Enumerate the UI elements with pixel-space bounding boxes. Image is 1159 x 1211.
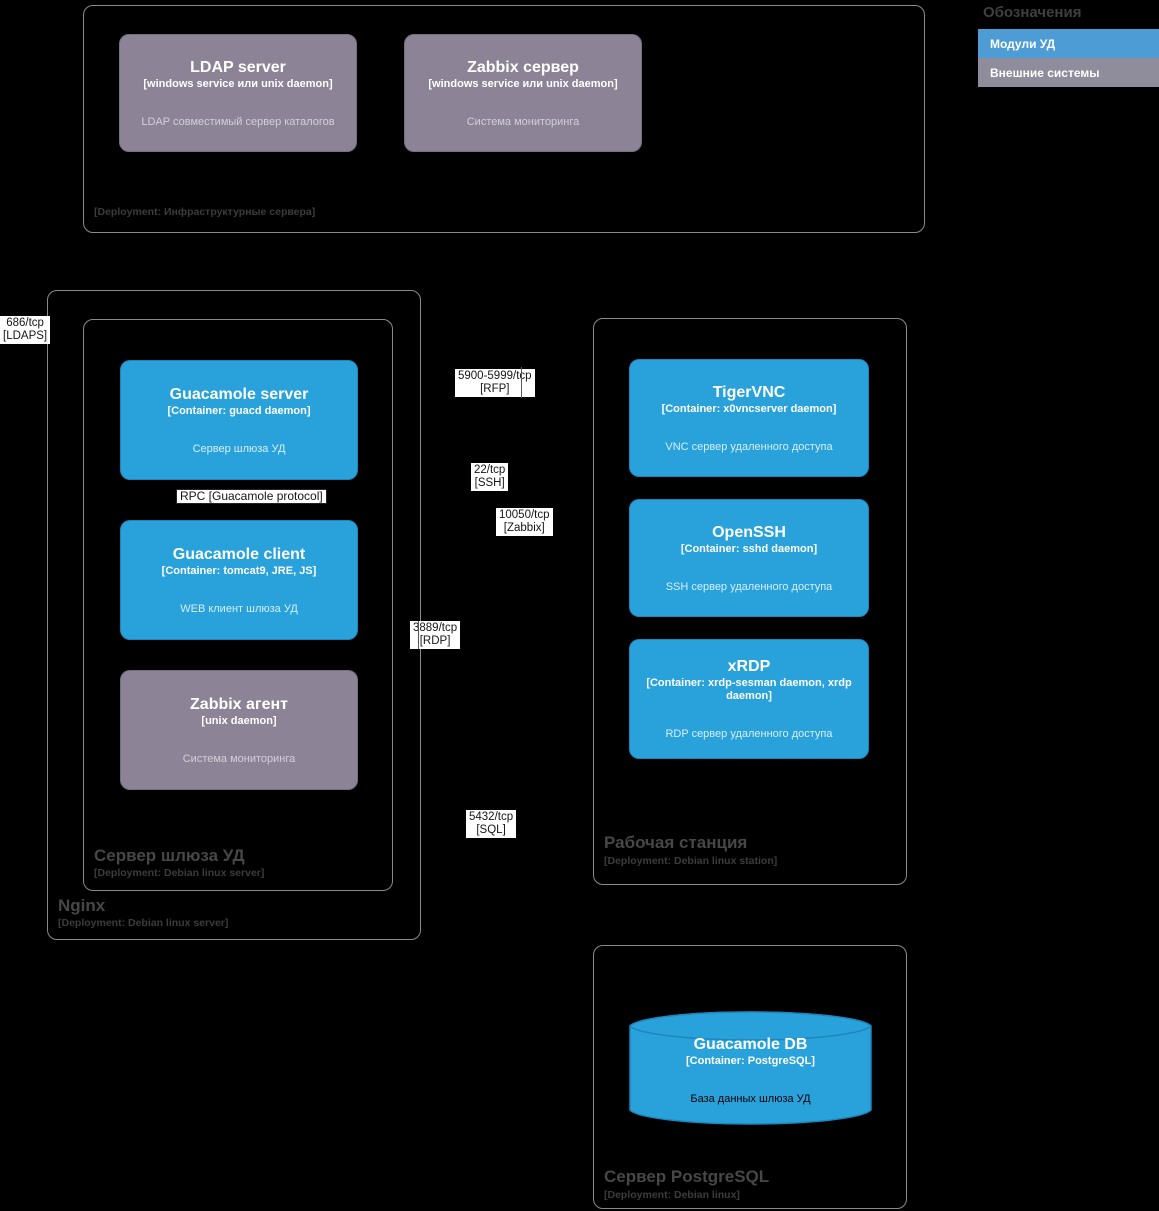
node-ldap-server: LDAP server [windows service или unix da… (119, 34, 357, 152)
database-cylinder-icon (629, 1011, 872, 1125)
legend: Обозначения Модули УД Внешние системы (978, 2, 1159, 87)
edge-label-ldaps: 686/tcp [LDAPS] (0, 316, 51, 344)
edge-label-rpc: RPC [Guacamole protocol] (176, 489, 327, 504)
node-description: WEB клиент шлюза УД (180, 602, 298, 615)
node-title: Zabbix сервер (467, 58, 579, 76)
node-title: Guacamole client (172, 545, 306, 563)
node-xrdp: xRDP [Container: xrdp-sesman daemon, xrd… (629, 639, 869, 759)
container-title: Сервер PostgreSQL (604, 1167, 770, 1186)
node-tech: [Container: xrdp-sesman daemon, xrdp dae… (646, 677, 852, 702)
node-title: OpenSSH (712, 523, 786, 541)
node-tech: [unix daemon] (201, 714, 277, 727)
edge-label-rfp: 5900-5999/tcp [RFP] (455, 369, 535, 397)
node-description: База данных шлюза УД (690, 1093, 811, 1105)
container-deployment-label: [Deployment: Debian linux] (604, 1189, 740, 1201)
node-description: RDP сервер удаленного доступа (665, 728, 833, 740)
legend-title: Обозначения (983, 4, 1082, 21)
container-postgresql-server: Guacamole DB [Container: PostgreSQL] Баз… (593, 945, 907, 1209)
container-deployment-label: [Deployment: Debian linux server] (94, 867, 265, 879)
container-deployment-label: [Deployment: Инфраструктурные сервера] (94, 206, 316, 218)
node-description: Сервер шлюза УД (192, 442, 286, 455)
node-zabbix-agent: Zabbix агент [unix daemon] Система монит… (120, 670, 358, 790)
legend-item-modules: Модули УД (978, 29, 1159, 58)
node-tigervnc: TigerVNC [Container: x0vncserver daemon]… (629, 359, 869, 477)
node-title: LDAP server (190, 58, 286, 76)
node-title: xRDP (727, 658, 771, 675)
node-description: Система мониторинга (466, 115, 580, 128)
node-tech: [Container: sshd daemon] (680, 542, 818, 555)
connector-line-rdp (418, 621, 419, 649)
connector-line-rfp (521, 367, 522, 398)
container-title: Рабочая станция (604, 833, 748, 852)
node-openssh: OpenSSH [Container: sshd daemon] SSH сер… (629, 499, 869, 617)
container-workstation: TigerVNC [Container: x0vncserver daemon]… (593, 318, 907, 885)
node-description: SSH сервер удаленного доступа (665, 580, 833, 593)
node-guacamole-client: Guacamole client [Container: tomcat9, JR… (120, 520, 358, 640)
node-tech: [windows service или unix daemon] (143, 77, 333, 90)
node-title: Zabbix агент (190, 695, 288, 713)
container-infrastructure-servers: LDAP server [windows service или unix da… (83, 5, 925, 233)
legend-item-external-systems: Внешние системы (978, 58, 1159, 87)
node-tech: [Container: tomcat9, JRE, JS] (161, 564, 317, 577)
node-description: VNC сервер удаленного доступа (665, 440, 833, 453)
node-zabbix-server: Zabbix сервер [windows service или unix … (404, 34, 642, 152)
edge-label-sql: 5432/tcp [SQL] (466, 810, 517, 838)
node-title: Guacamole DB (693, 1036, 808, 1053)
container-gateway-server: Guacamole server [Container: guacd daemo… (83, 319, 393, 891)
node-title: TigerVNC (712, 383, 786, 401)
container-title: Nginx (58, 896, 106, 915)
container-title: Сервер шлюза УД (94, 846, 245, 865)
node-guacamole-db: Guacamole DB [Container: PostgreSQL] Баз… (629, 1009, 872, 1127)
node-title: Guacamole server (169, 385, 309, 403)
node-tech: [Container: PostgreSQL] (686, 1055, 815, 1067)
node-tech: [windows service или unix daemon] (428, 77, 618, 90)
container-deployment-label: [Deployment: Debian linux station] (604, 855, 778, 867)
node-tech: [Container: guacd daemon] (167, 404, 311, 417)
edge-label-zabbix: 10050/tcp [Zabbix] (496, 508, 553, 536)
node-description: Система мониторинга (182, 752, 296, 765)
container-nginx: Guacamole server [Container: guacd daemo… (47, 290, 421, 940)
container-deployment-label: [Deployment: Debian linux server] (58, 917, 229, 929)
node-guacamole-server: Guacamole server [Container: guacd daemo… (120, 360, 358, 480)
node-description: LDAP совместимый сервер каталогов (141, 115, 335, 128)
node-tech: [Container: x0vncserver daemon] (661, 402, 837, 415)
edge-label-ssh: 22/tcp [SSH] (471, 463, 509, 491)
